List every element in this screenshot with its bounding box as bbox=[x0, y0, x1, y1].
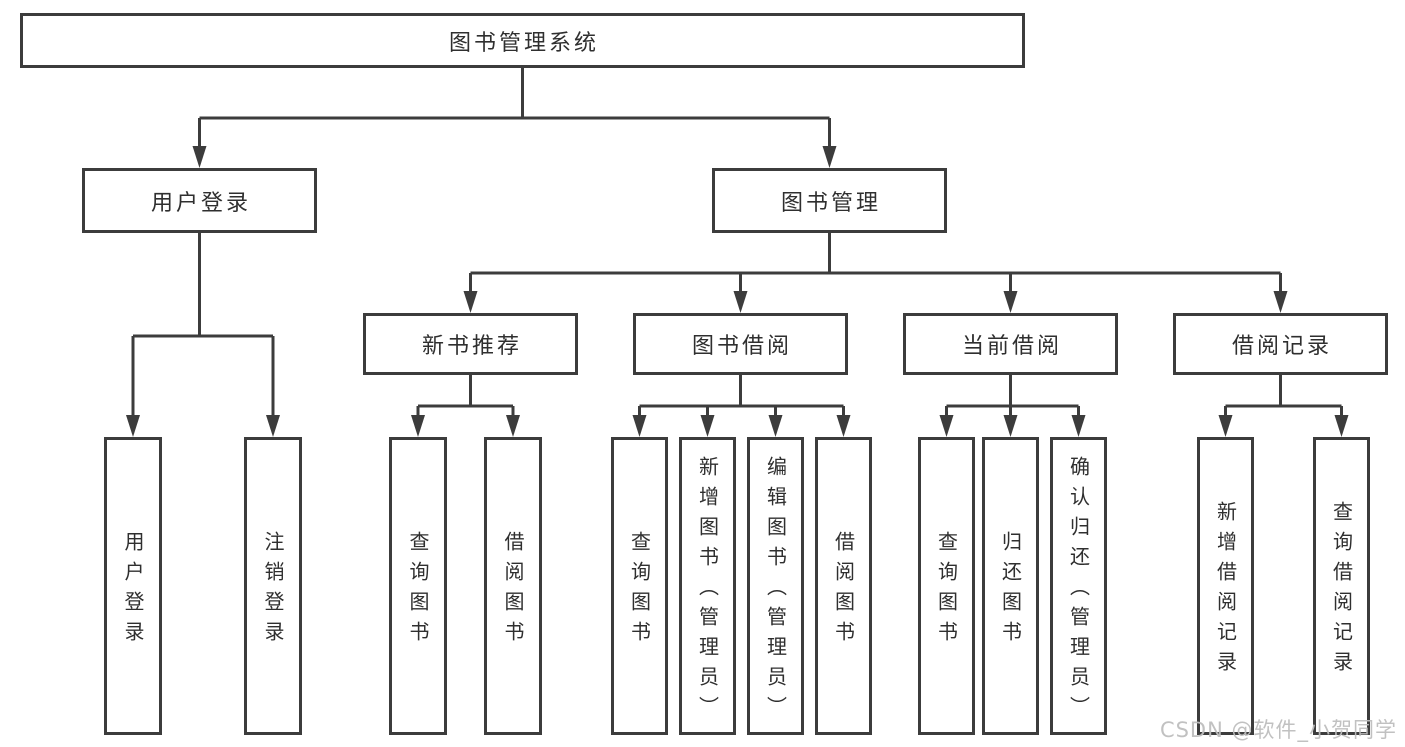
leaf-return-book-label: 归还图书 bbox=[998, 531, 1023, 651]
leaf-query-books-recommend-label: 查询图书 bbox=[406, 531, 430, 651]
leaf-add-borrow-record: 新增借阅记录 bbox=[1197, 437, 1254, 735]
node-root-label: 图书管理系统 bbox=[448, 30, 599, 56]
leaf-user-login: 用户登录 bbox=[104, 437, 162, 735]
node-root: 图书管理系统 bbox=[20, 13, 1025, 68]
leaf-query-books-borrow: 查询图书 bbox=[611, 437, 668, 735]
leaf-add-borrow-record-label: 新增借阅记录 bbox=[1213, 501, 1238, 681]
leaf-query-books-current-label: 查询图书 bbox=[934, 531, 959, 651]
leaf-logout: 注销登录 bbox=[244, 437, 302, 735]
node-book-borrow-label: 图书借阅 bbox=[691, 334, 792, 359]
leaf-borrow-books: 借阅图书 bbox=[815, 437, 872, 735]
leaf-query-borrow-record: 查询借阅记录 bbox=[1313, 437, 1370, 735]
node-borrow-records-label: 借阅记录 bbox=[1231, 334, 1332, 359]
node-current-borrow-label: 当前借阅 bbox=[961, 334, 1062, 359]
leaf-return-book: 归还图书 bbox=[982, 437, 1039, 735]
leaf-query-borrow-record-label: 查询借阅记录 bbox=[1329, 501, 1354, 681]
leaf-add-book-admin-label: 新增图书（管理员） bbox=[695, 456, 720, 726]
leaf-user-login-label: 用户登录 bbox=[121, 531, 145, 651]
leaf-query-books-current: 查询图书 bbox=[918, 437, 975, 735]
node-user-login: 用户登录 bbox=[82, 168, 317, 233]
leaf-add-book-admin: 新增图书（管理员） bbox=[679, 437, 736, 735]
leaf-borrow-books-recommend: 借阅图书 bbox=[484, 437, 542, 735]
node-book-management: 图书管理 bbox=[712, 168, 947, 233]
node-new-book-recommend-label: 新书推荐 bbox=[421, 334, 522, 359]
leaf-edit-book-admin: 编辑图书（管理员） bbox=[747, 437, 804, 735]
node-new-book-recommend: 新书推荐 bbox=[363, 313, 578, 375]
csdn-watermark: CSDN @软件_小贺同学 bbox=[1159, 718, 1397, 742]
leaf-query-books-borrow-label: 查询图书 bbox=[627, 531, 652, 651]
leaf-edit-book-admin-label: 编辑图书（管理员） bbox=[763, 456, 788, 726]
node-current-borrow: 当前借阅 bbox=[903, 313, 1118, 375]
leaf-logout-label: 注销登录 bbox=[261, 531, 285, 651]
node-user-login-label: 用户登录 bbox=[150, 190, 251, 216]
leaf-query-books-recommend: 查询图书 bbox=[389, 437, 447, 735]
leaf-borrow-books-recommend-label: 借阅图书 bbox=[501, 531, 525, 651]
node-borrow-records: 借阅记录 bbox=[1173, 313, 1388, 375]
node-book-borrow: 图书借阅 bbox=[633, 313, 848, 375]
leaf-confirm-return-admin: 确认归还（管理员） bbox=[1050, 437, 1107, 735]
node-book-management-label: 图书管理 bbox=[780, 190, 881, 216]
leaf-borrow-books-label: 借阅图书 bbox=[831, 531, 856, 651]
leaf-confirm-return-admin-label: 确认归还（管理员） bbox=[1066, 456, 1091, 726]
arrowheads bbox=[126, 146, 1349, 437]
